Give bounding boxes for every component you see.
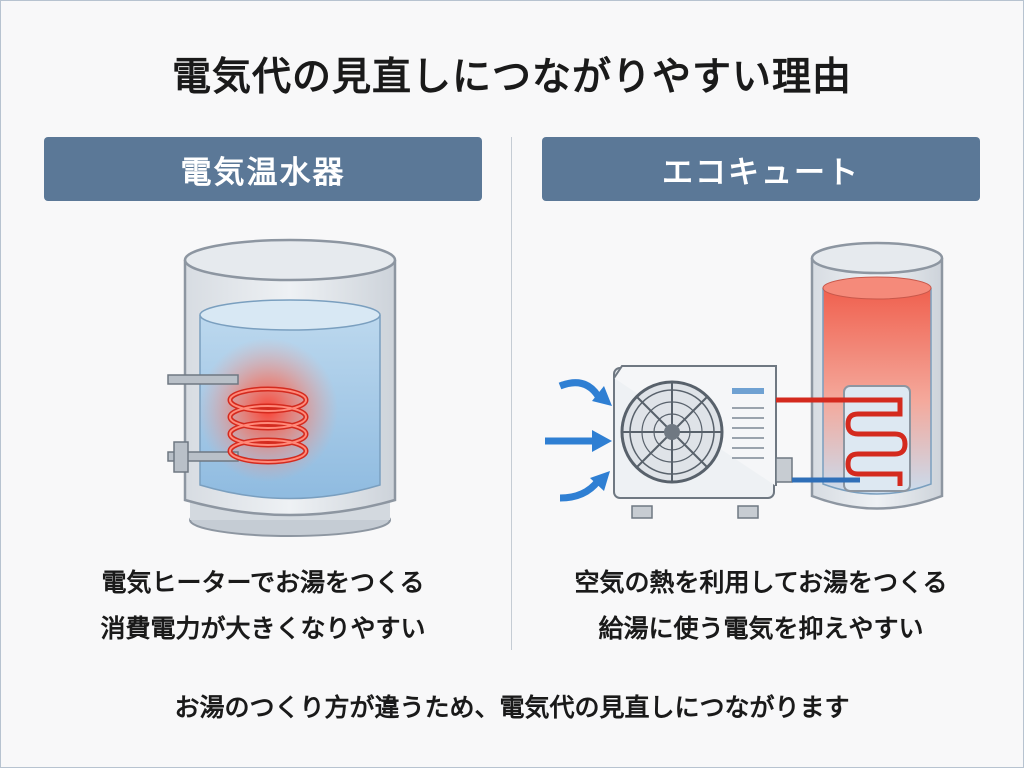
label-electric-water-heater: 電気温水器 bbox=[44, 137, 482, 201]
eco-cute-line-2: 給湯に使う電気を抑えやすい bbox=[598, 614, 924, 643]
page-title: 電気代の見直しにつながりやすい理由 bbox=[171, 55, 852, 100]
airflow-arrow-icon bbox=[545, 379, 612, 502]
footer-summary: お湯のつくり方が違うため、電気代の見直しにつながります bbox=[174, 693, 850, 722]
electric-water-heater-illustration bbox=[167, 238, 397, 537]
electric-heater-line-1: 電気ヒーターでお湯をつくる bbox=[101, 568, 425, 597]
electric-heater-description: 電気ヒーターでお湯をつくる 消費電力が大きくなりやすい bbox=[44, 560, 482, 652]
label-eco-cute: エコキュート bbox=[542, 137, 980, 201]
eco-cute-line-1: 空気の熱を利用してお湯をつくる bbox=[574, 568, 948, 597]
electric-heater-line-2: 消費電力が大きくなりやすい bbox=[100, 614, 426, 643]
column-divider bbox=[511, 137, 512, 650]
fan-icon bbox=[620, 380, 724, 484]
eco-cute-description: 空気の熱を利用してお湯をつくる 給湯に使う電気を抑えやすい bbox=[528, 560, 994, 652]
heat-pump-water-heater-illustration bbox=[545, 241, 944, 519]
